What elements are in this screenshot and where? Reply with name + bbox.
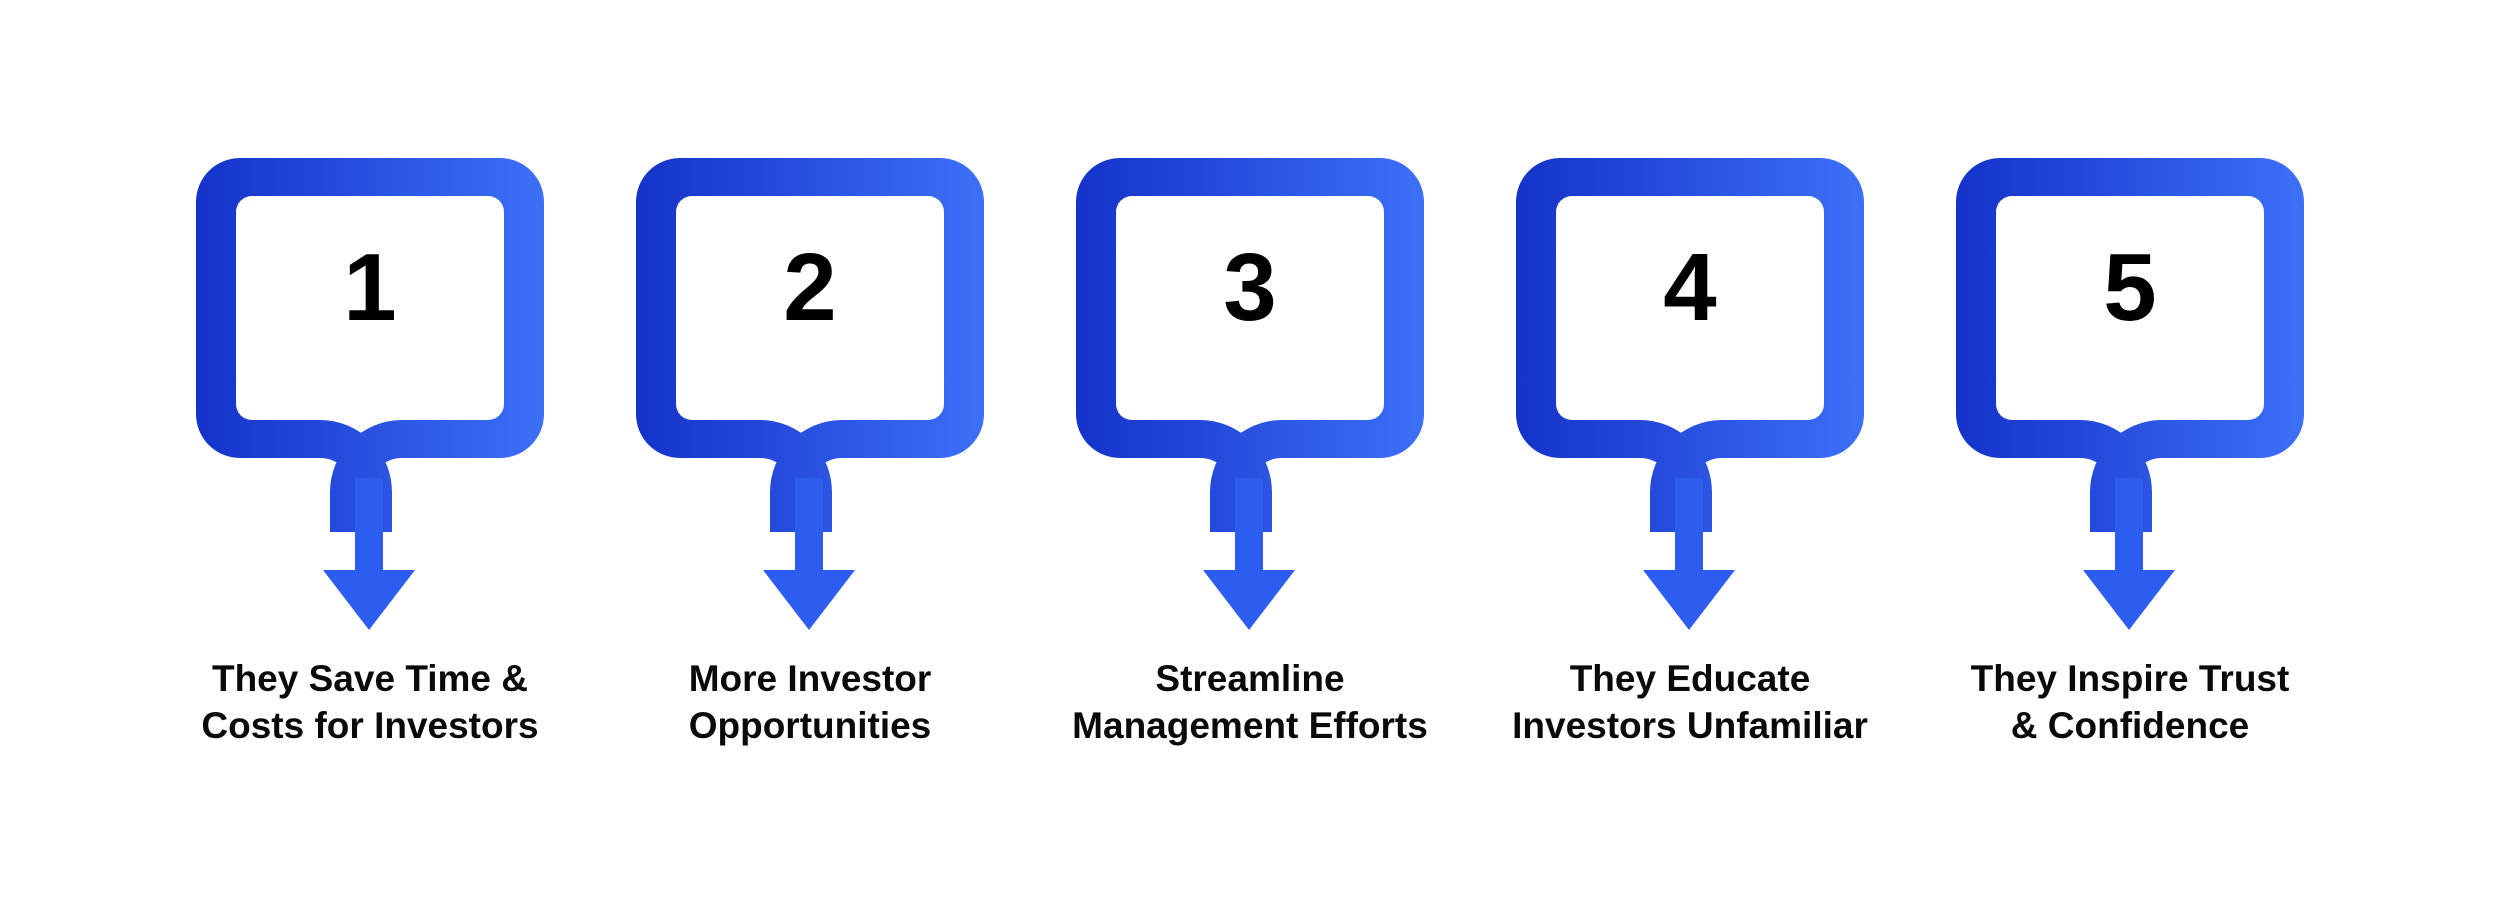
badge-ring-shape	[1076, 158, 1424, 532]
badge-ring-shape	[196, 158, 544, 532]
badge-ring-shape	[636, 158, 984, 532]
step-item[interactable]: 4 They Educate Investors Unfamiliar	[1470, 118, 1910, 750]
step-label: Streamline Management Efforts	[1072, 658, 1428, 746]
badge-ring-shape	[1516, 158, 1864, 532]
step-badge-graphic: 2	[610, 118, 1010, 678]
step-badge-graphic: 5	[1930, 118, 2330, 678]
arrow-shape	[1643, 478, 1735, 630]
step-badge-graphic: 3	[1050, 118, 1450, 678]
step-badge-graphic: 4	[1490, 118, 1890, 678]
step-label: They Save Time & Costs for Investors	[201, 658, 539, 746]
step-label: More Investor Opportunities	[688, 658, 932, 746]
arrow-shape	[2083, 478, 2175, 630]
step-label: They Educate Investors Unfamiliar	[1512, 658, 1868, 746]
arrow-shape	[763, 478, 855, 630]
step-label: They Inspire Trust & Confidence	[1970, 658, 2290, 746]
step-item[interactable]: 1 They Save Time & Costs for Investors	[150, 118, 590, 750]
arrow-shape	[1203, 478, 1295, 630]
arrow-shape	[323, 478, 415, 630]
step-badge-graphic: 1	[170, 118, 570, 678]
step-item[interactable]: 5 They Inspire Trust & Confidence	[1910, 118, 2350, 750]
step-item[interactable]: 2 More Investor Opportunities	[590, 118, 1030, 750]
step-item[interactable]: 3 Streamline Management Efforts	[1030, 118, 1470, 750]
badge-ring-shape	[1956, 158, 2304, 532]
